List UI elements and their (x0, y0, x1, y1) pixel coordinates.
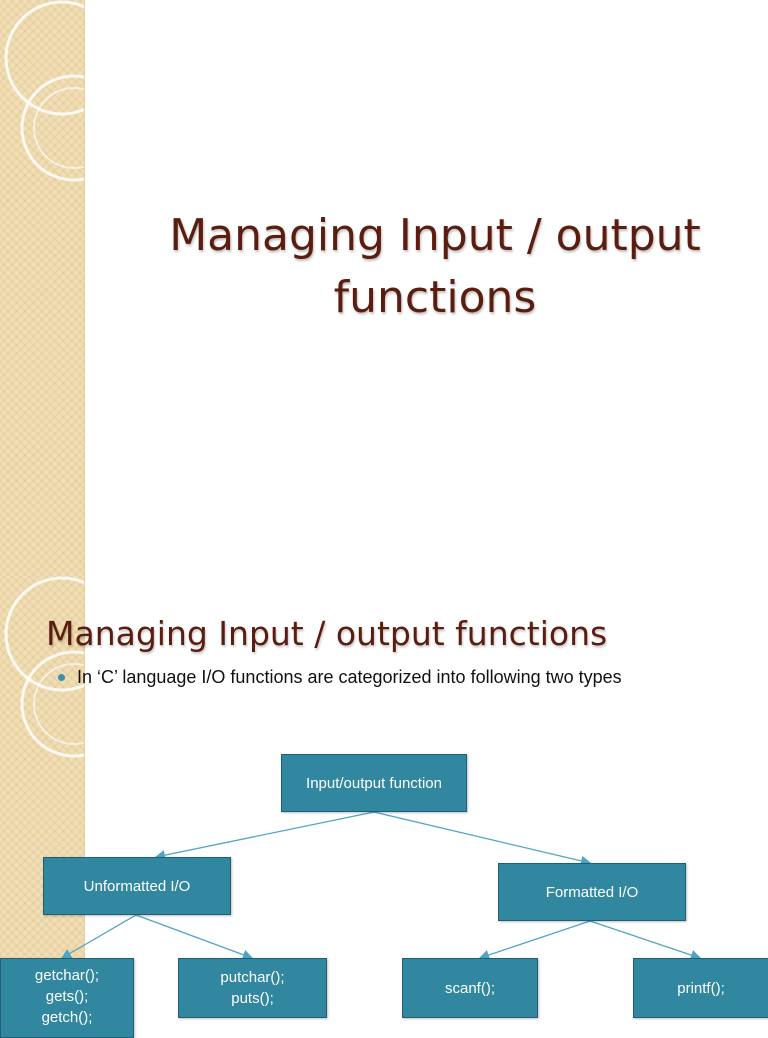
decorative-circles (4, 0, 84, 182)
node-getchar-gets-getch: getchar(); gets(); getch(); (0, 958, 134, 1038)
node-scanf: scanf(); (402, 958, 538, 1018)
node-printf: printf(); (633, 958, 768, 1018)
title-slide: Managing Input / output functions (0, 0, 701, 576)
slide-heading: Managing Input / output functions (46, 614, 608, 653)
node-input-output-function: Input/output function (281, 754, 467, 812)
decorative-circles (4, 576, 84, 758)
node-formatted-io: Formatted I/O (498, 863, 686, 921)
node-putchar-puts: putchar(); puts(); (178, 958, 327, 1018)
bullet-text: In ‘C’ language I/O functions are catego… (77, 667, 622, 687)
bullet-item: In ‘C’ language I/O functions are catego… (58, 664, 718, 691)
slide-title: Managing Input / output functions (169, 210, 701, 323)
sidebar-decoration (0, 0, 85, 576)
node-unformatted-io: Unformatted I/O (43, 857, 231, 915)
bullet-icon (58, 674, 65, 681)
